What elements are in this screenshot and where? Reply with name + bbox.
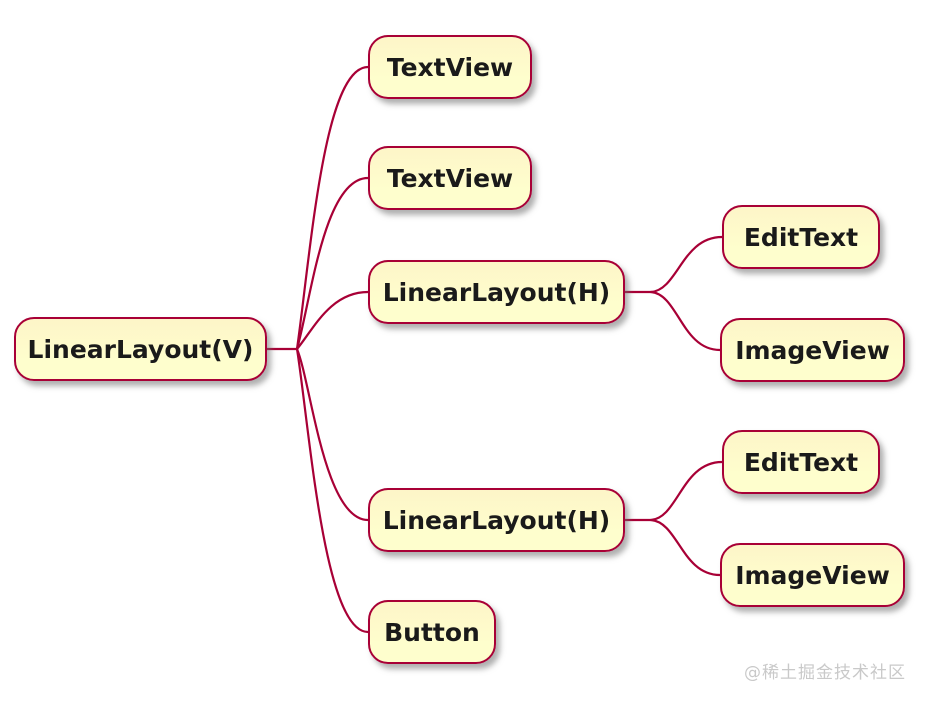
edge-root-linearlayout-h-1	[295, 290, 370, 351]
node-linearlayout-h-2: LinearLayout(H)	[368, 488, 625, 552]
edge-llh1-edittext-1	[649, 235, 724, 294]
node-edittext-1: EditText	[722, 205, 880, 269]
node-button: Button	[368, 600, 496, 664]
node-imageview-2: ImageView	[720, 543, 905, 607]
node-imageview-1: ImageView	[720, 318, 905, 382]
node-linearlayout-v: LinearLayout(V)	[14, 317, 267, 381]
node-linearlayout-h-1: LinearLayout(H)	[368, 260, 625, 324]
edge-root-button-1	[295, 347, 370, 634]
node-textview-2: TextView	[368, 146, 532, 210]
edge-llh2-imageview-2	[649, 518, 722, 577]
node-textview-1: TextView	[368, 35, 532, 99]
edge-root-linearlayout-h-2	[295, 347, 370, 522]
watermark: @稀土掘金技术社区	[744, 663, 906, 683]
edge-root-textview-2	[295, 176, 370, 351]
edge-root-textview-1	[295, 65, 370, 351]
node-edittext-2: EditText	[722, 430, 880, 494]
edge-llh1-imageview-1	[649, 290, 722, 352]
edge-llh2-edittext-2	[649, 460, 724, 522]
